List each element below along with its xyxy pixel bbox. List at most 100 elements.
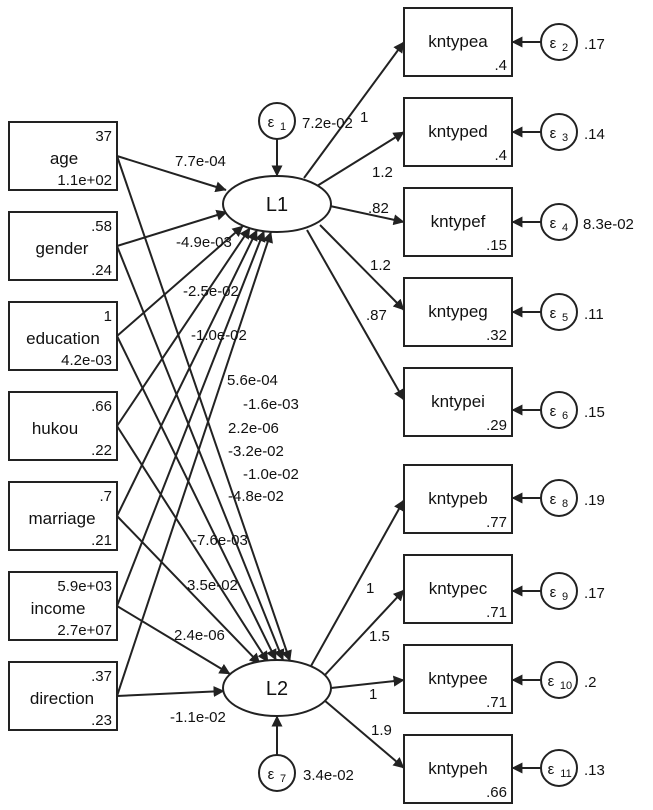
- error-e5-symbol: ε: [550, 305, 557, 322]
- path-hukou-L1-coef: -1.0e-02: [191, 327, 247, 344]
- box-education-label: education: [26, 329, 100, 348]
- box-direction-variance: .23: [91, 712, 112, 729]
- arrow-layer: [116, 36, 541, 774]
- arrow-age-L1: [116, 155, 227, 193]
- error-e10-symbol: ε: [548, 673, 555, 690]
- box-gender-mean: .58: [91, 218, 112, 235]
- error-e3-index: 3: [562, 132, 568, 144]
- box-kntypec-label: kntypec: [429, 579, 488, 598]
- error-e7-variance: 3.4e-02: [303, 767, 354, 784]
- arrow-L2-kntypec: [323, 589, 405, 677]
- box-kntypeb-intercept: .77: [486, 514, 507, 531]
- arrow-L2-kntypee: [330, 675, 405, 689]
- latent-L2-label: L2: [266, 678, 288, 700]
- error-e9-variance: .17: [584, 585, 605, 602]
- arrow-L1-kntyped: [316, 131, 405, 187]
- path-direction-L2-coef: -1.1e-02: [170, 709, 226, 726]
- box-kntypea: kntypea .4: [403, 7, 513, 77]
- box-hukou-label: hukou: [32, 419, 78, 438]
- box-marriage: .7 marriage .21: [8, 481, 118, 551]
- path-gender-L1-coef: -4.9e-03: [176, 234, 232, 251]
- error-e5: ε 5 .11: [540, 293, 604, 331]
- box-kntypeg-label: kntypeg: [428, 302, 488, 321]
- box-kntypeg-intercept: .32: [486, 327, 507, 344]
- path-education-L2-coef: -4.8e-02: [228, 488, 284, 505]
- error-e2-symbol: ε: [550, 35, 557, 52]
- loading-kntyped: 1.2: [372, 164, 393, 181]
- box-direction-label: direction: [30, 689, 94, 708]
- error-e11-index: 11: [560, 768, 571, 780]
- box-kntypef-label: kntypef: [431, 212, 486, 231]
- box-kntypee: kntypee .71: [403, 644, 513, 714]
- error-e7: ε 7 3.4e-02: [258, 754, 354, 792]
- box-gender-variance: .24: [91, 262, 112, 279]
- error-e4-symbol: ε: [550, 215, 557, 232]
- error-e2-index: 2: [562, 42, 568, 54]
- error-e9-index: 9: [562, 591, 568, 603]
- box-kntypef-intercept: .15: [486, 237, 507, 254]
- box-age-variance: 1.1e+02: [57, 172, 112, 189]
- path-hukou-L2-coef: -7.6e-03: [192, 532, 248, 549]
- box-income-mean: 5.9e+03: [57, 578, 112, 595]
- box-hukou-mean: .66: [91, 398, 112, 415]
- path-marriage-L2-coef: 3.5e-02: [187, 577, 238, 594]
- box-kntypei-intercept: .29: [486, 417, 507, 434]
- box-gender-label: gender: [36, 239, 89, 258]
- box-kntypee-label: kntypee: [428, 669, 488, 688]
- error-e11-symbol: ε: [548, 761, 555, 778]
- box-kntypef: kntypef .15: [403, 187, 513, 257]
- arrow-marriage-L2: [116, 515, 261, 665]
- arrow-L2-kntypeb: [310, 499, 405, 667]
- path-income-L1-coef: 2.2e-06: [228, 420, 279, 437]
- arrow-direction-L1: [116, 231, 273, 697]
- error-e4: ε 4 8.3e-02: [540, 203, 634, 241]
- box-kntypeb-label: kntypeb: [428, 489, 488, 508]
- arrow-L1-kntypea: [303, 41, 405, 179]
- error-e4-variance: 8.3e-02: [583, 216, 634, 233]
- error-e8: ε 8 .19: [540, 479, 605, 517]
- error-e5-variance: .11: [584, 306, 604, 323]
- arrow-income-L1: [116, 230, 266, 607]
- error-e8-symbol: ε: [550, 491, 557, 508]
- arrow-marriage-L1: [116, 229, 258, 517]
- box-direction: .37 direction .23: [8, 661, 118, 731]
- loading-kntypec: 1.5: [369, 628, 390, 645]
- error-e9: ε 9 .17: [540, 572, 605, 610]
- box-age: 37 age 1.1e+02: [8, 121, 118, 191]
- loading-kntypef: .82: [368, 200, 389, 217]
- arrow-hukou-L1: [116, 227, 251, 427]
- error-e5-index: 5: [562, 312, 568, 324]
- box-income: 5.9e+03 income 2.7e+07: [8, 571, 118, 641]
- box-kntypec: kntypec .71: [403, 554, 513, 624]
- arrow-L2-kntypeh: [323, 699, 405, 769]
- box-gender: .58 gender .24: [8, 211, 118, 281]
- path-marriage-L1-coef: 5.6e-04: [227, 372, 278, 389]
- latent-L1-label: L1: [266, 194, 288, 216]
- box-education: 1 education 4.2e-03: [8, 301, 118, 371]
- box-direction-mean: .37: [91, 668, 112, 685]
- arrow-L1-kntypei: [306, 229, 405, 401]
- box-kntypeh-intercept: .66: [486, 784, 507, 801]
- arrow-education-L1: [116, 225, 244, 337]
- error-e10: ε 10 .2: [540, 661, 597, 699]
- box-kntyped: kntyped .4: [403, 97, 513, 167]
- error-e2: ε 2 .17: [540, 23, 605, 61]
- error-e1-index: 1: [280, 121, 286, 133]
- loading-kntypee: 1: [369, 686, 377, 703]
- loading-kntypeg: 1.2: [370, 257, 391, 274]
- error-e6-variance: .15: [584, 404, 605, 421]
- loading-kntypei: .87: [366, 307, 387, 324]
- arrow-gender-L2: [116, 245, 285, 661]
- error-e4-index: 4: [562, 222, 568, 234]
- box-education-mean: 1: [104, 308, 112, 325]
- box-kntypei-label: kntypei: [431, 392, 485, 411]
- loading-kntypea: 1: [360, 109, 368, 126]
- box-kntyped-label: kntyped: [428, 122, 488, 141]
- box-marriage-variance: .21: [91, 532, 112, 549]
- error-e1-symbol: ε: [268, 114, 275, 131]
- error-e3-variance: .14: [584, 126, 605, 143]
- path-income-L2-coef: 2.4e-06: [174, 627, 225, 644]
- latent-L1: L1: [222, 175, 332, 233]
- latent-L2: L2: [222, 659, 332, 717]
